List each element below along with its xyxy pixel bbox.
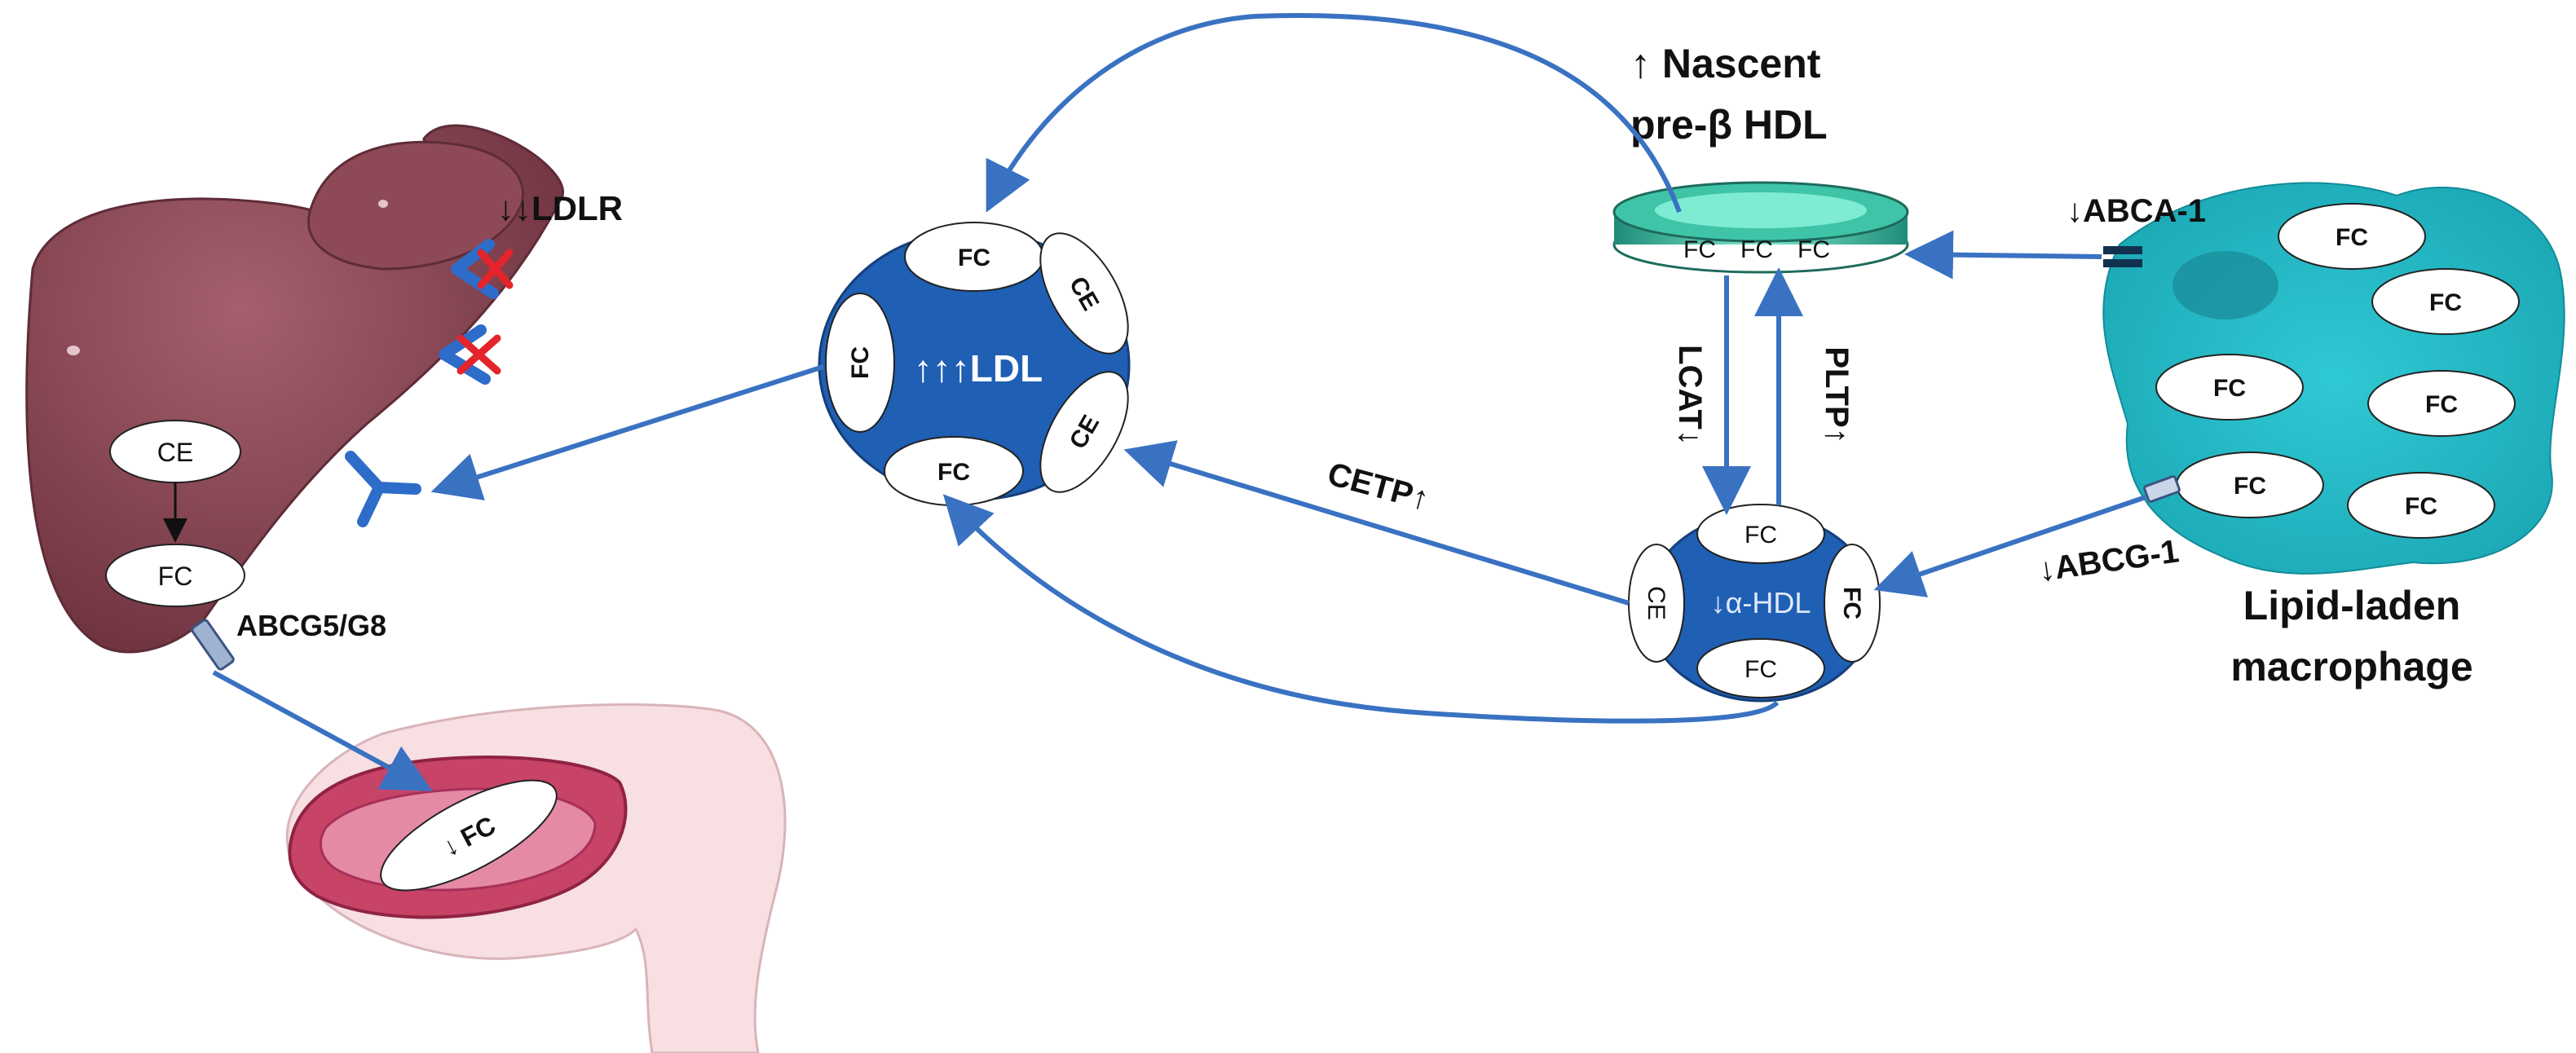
- abcg1-transporter: [2143, 475, 2181, 503]
- ldl-receptor-blocked: [439, 324, 501, 385]
- alpha-hdl-fc-bottom: [1696, 638, 1825, 698]
- macrophage-fc-2-label: FC: [2429, 289, 2462, 316]
- ldlr-label: ↓↓LDLR: [497, 189, 623, 227]
- macrophage-label-line2: macrophage: [2230, 644, 2472, 690]
- alpha-hdl-fc-right: [1824, 544, 1881, 663]
- ldl-particle: FC FC FC CE CE ↑↑↑LDL: [818, 222, 1131, 506]
- ldl-label: ↑↑↑LDL: [914, 347, 1043, 390]
- hdl-disc-top-inner: [1655, 192, 1867, 228]
- nascent-label-line2: pre-β HDL: [1630, 102, 1828, 148]
- abcg5-g8-transporter: [191, 619, 235, 671]
- intestine: ↓ FC: [285, 703, 787, 1053]
- alpha-hdl-ce-left-label: CE: [1643, 586, 1670, 620]
- ldl-fc-left-label: FC: [847, 346, 874, 379]
- arrow-nascent-to-ldl: [986, 12, 1682, 214]
- arrow-ldl-to-liver: [430, 364, 824, 500]
- nascent-fc-1: FC: [1683, 236, 1716, 263]
- macrophage-fc-3: [2155, 354, 2304, 421]
- macrophage-fc-4: [2367, 370, 2516, 437]
- macrophage-fc-6: [2347, 472, 2495, 539]
- arrow-abcg1-to-alpha-hdl: [1873, 495, 2146, 597]
- abcg1-label: ↓ABCG-1: [2036, 533, 2181, 588]
- lcat-label: LCAT↓: [1672, 345, 1708, 446]
- nascent-pre-beta-hdl: FC FC FC: [1612, 181, 1909, 274]
- alpha-hdl-fc-right-label: FC: [1838, 587, 1865, 619]
- arrow-macrophage-to-nascent: [1904, 230, 2102, 280]
- nascent-fc-2: FC: [1740, 236, 1773, 263]
- cetp-label: CETP↑: [1324, 456, 1433, 517]
- abca1-transporter: [2103, 259, 2142, 267]
- liver-highlight: [378, 200, 388, 208]
- ldl-fc-top-label: FC: [958, 245, 990, 271]
- liver-lobe: [307, 140, 524, 271]
- macrophage-fc-6-label: FC: [2405, 493, 2437, 520]
- alpha-hdl-particle: FC FC CE FC ↓α-HDL: [1628, 504, 1881, 703]
- ldl-fc-left: [825, 293, 895, 433]
- macrophage-nucleus: [2172, 251, 2278, 319]
- ldl-receptor: [345, 451, 421, 527]
- macrophage-fc-2: [2371, 268, 2520, 335]
- liver-fc-label: FC: [158, 562, 193, 591]
- macrophage-fc-3-label: FC: [2213, 375, 2246, 402]
- macrophage-fc-1: [2278, 203, 2426, 270]
- intestine-fc-ellipse: [380, 779, 558, 892]
- alpha-hdl-fc-top-label: FC: [1745, 522, 1777, 549]
- flow-arrows: [212, 12, 2146, 791]
- ldl-fc-bottom-label: FC: [937, 459, 970, 486]
- ldl-ce-top-right: [1039, 232, 1129, 355]
- macrophage-label-line1: Lipid-laden: [2243, 583, 2461, 628]
- liver-ce-label: CE: [157, 438, 193, 467]
- macrophage-fc-1-label: FC: [2336, 224, 2368, 251]
- macrophage-fc-5-label: FC: [2234, 473, 2266, 500]
- arrow-liver-to-intestine: [212, 670, 433, 791]
- abcg5-g8-label: ABCG5/G8: [236, 609, 386, 642]
- nascent-fc-3: FC: [1797, 236, 1830, 263]
- nascent-label-line1: ↑ Nascent: [1630, 41, 1821, 86]
- alpha-hdl-fc-bottom-label: FC: [1745, 656, 1777, 683]
- macrophage-fc-4-label: FC: [2425, 391, 2458, 418]
- alpha-hdl-fc-top: [1696, 504, 1825, 564]
- abca1-transporter: [2103, 246, 2142, 254]
- ldl-receptor-blocked: [451, 239, 514, 299]
- arrow-alpha-hdl-loop-to-ldl: [942, 494, 1780, 724]
- liver-fc-ellipse: [105, 544, 245, 607]
- macrophage: FC FC FC FC FC FC: [2102, 182, 2565, 575]
- ldl-ce-bottom-right: [1039, 371, 1129, 493]
- pltp-label: PLTP↑: [1819, 346, 1855, 443]
- abca1-label: ↓ABCA-1: [2067, 193, 2206, 229]
- alpha-hdl-label: ↓α-HDL: [1711, 586, 1811, 619]
- arrow-cetp-alpha-to-ldl: [1123, 440, 1630, 606]
- liver-highlight: [67, 346, 80, 355]
- liver: ↓↓LDLR CE FC ABCG5/G8: [25, 124, 623, 671]
